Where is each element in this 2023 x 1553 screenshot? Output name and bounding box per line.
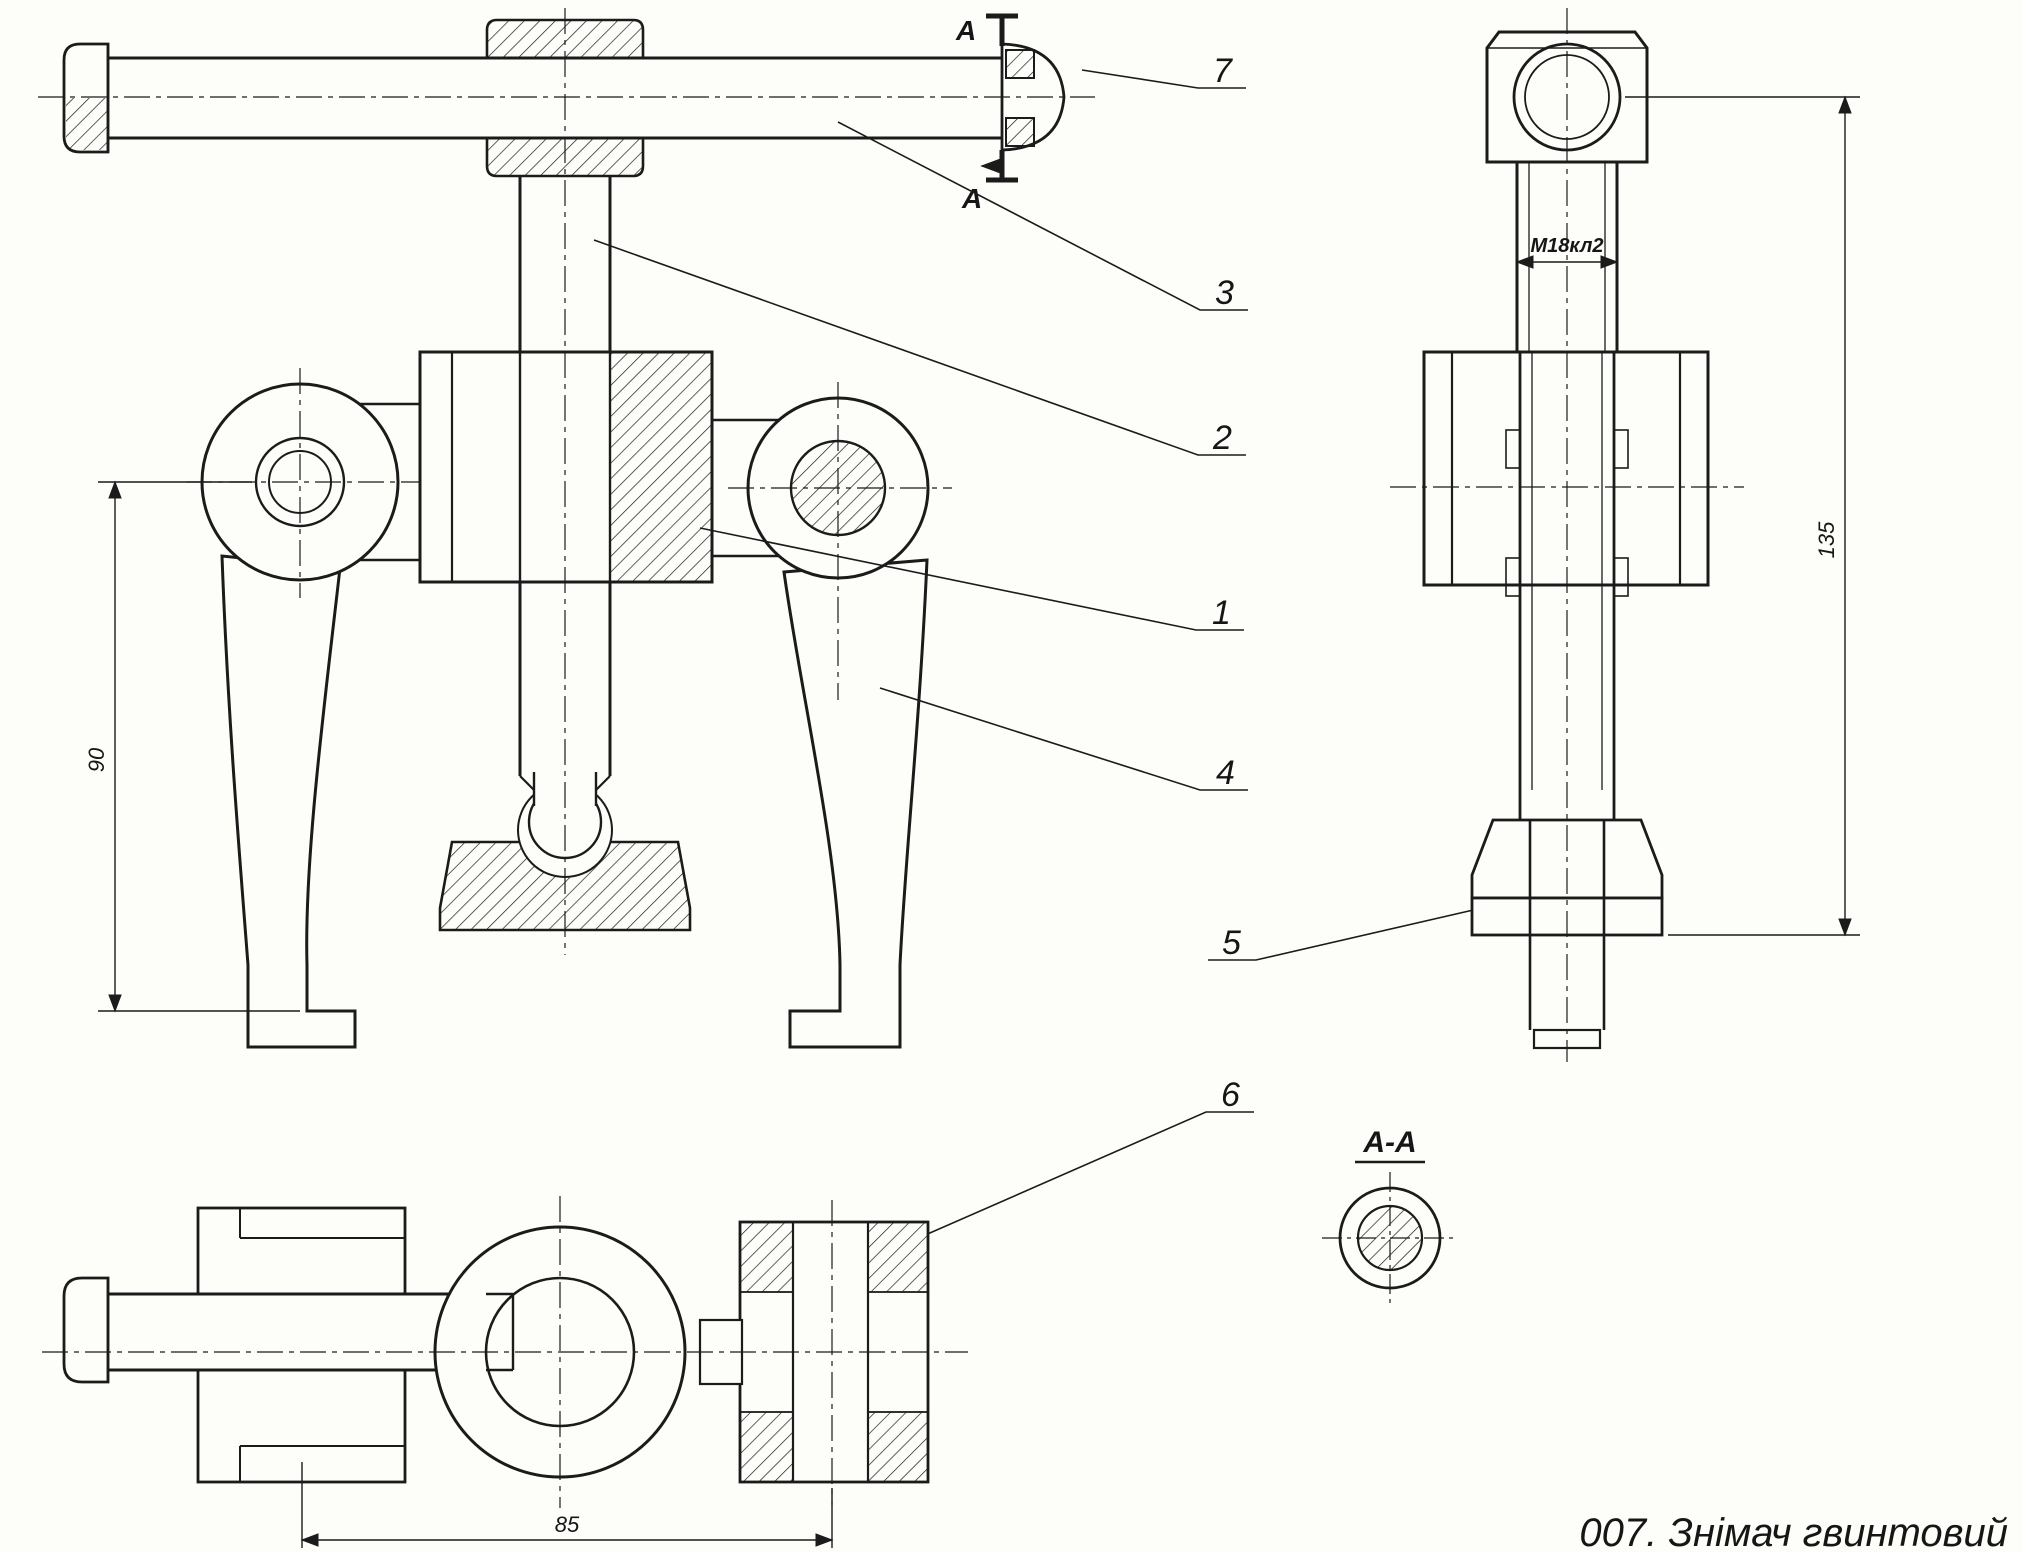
callout-3: 3: [1215, 274, 1234, 312]
callout-6: 6: [1221, 1076, 1240, 1114]
callout-1: 1: [1212, 594, 1231, 632]
callout-4: 4: [1216, 754, 1235, 792]
callout-5: 5: [1222, 924, 1241, 962]
callout-labels: 7 3 2 1 4 5 6: [1212, 52, 1241, 1114]
handle-bar-bottom: [62, 1276, 505, 1384]
dim-front-height-label: 90: [84, 747, 109, 772]
centerlines-front: [38, 8, 1095, 955]
section-label: A-A: [1362, 1126, 1416, 1159]
crossbar-handle: [62, 42, 1066, 154]
callout-2: 2: [1212, 419, 1232, 457]
dim-bottom-width: [300, 1462, 834, 1548]
cross-body: [418, 350, 714, 584]
cut-mark-label-bottom: A: [961, 183, 982, 214]
callout-leaders: [593, 69, 1496, 1269]
drawing-title: 007. Знімач гвинтовий: [1579, 1511, 2008, 1553]
side-view: M18кл2: [1390, 8, 1860, 1062]
dim-front-height: [98, 480, 300, 1013]
dim-bottom-width-label: 85: [555, 1512, 580, 1537]
screw-side: [1505, 352, 1629, 820]
bottom-view: 85: [42, 1196, 968, 1548]
centerlines-side: [1390, 8, 1744, 1062]
front-view: A A 90: [38, 8, 1095, 1049]
dim-side-height: [1625, 95, 1860, 937]
body-frame-side: [1422, 350, 1710, 587]
dim-side-height-label: 135: [1814, 521, 1839, 558]
screw-shaft: [518, 176, 612, 791]
centerlines-bottom: [42, 1196, 968, 1508]
cut-mark-label-top: A: [955, 15, 976, 46]
puller-legs: [220, 554, 929, 1049]
section-cut-marks: [980, 13, 1018, 183]
arm-prongs: [196, 1206, 407, 1484]
centerlines-section: [1322, 1172, 1458, 1304]
section-a-a: A-A: [1322, 1126, 1458, 1304]
callout-7: 7: [1213, 52, 1233, 90]
